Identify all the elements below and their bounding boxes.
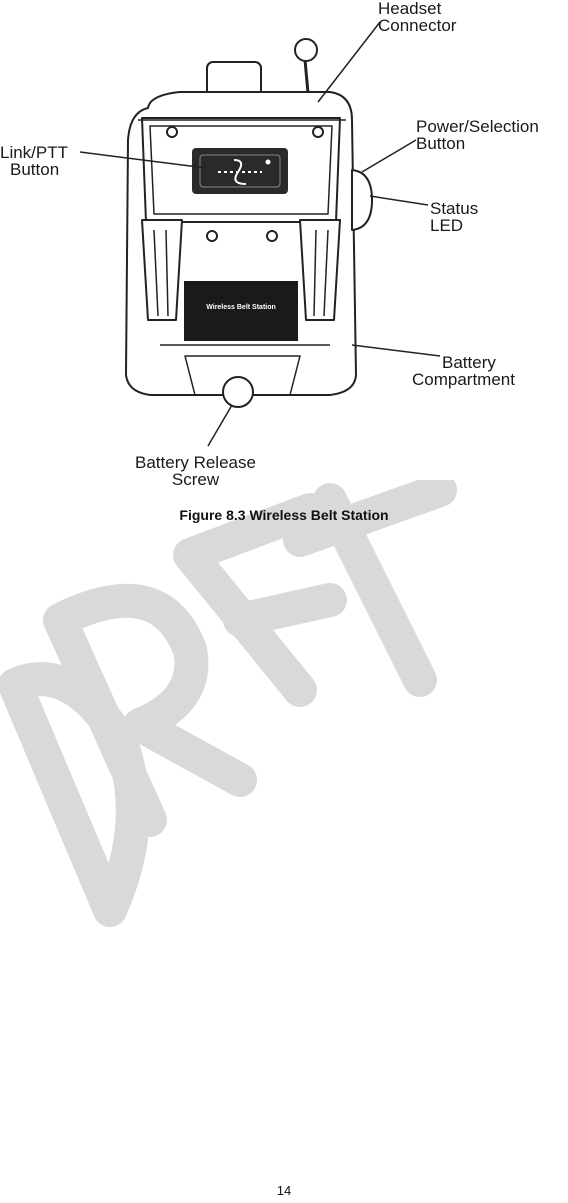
device-label-plate bbox=[184, 281, 298, 341]
callout-power-selection-button: Power/Selection Button bbox=[416, 117, 539, 153]
callout-headset-connector: Headset Connector bbox=[378, 0, 457, 35]
link-ptt-panel bbox=[192, 148, 288, 194]
figure-caption: Figure 8.3 Wireless Belt Station bbox=[179, 507, 389, 523]
device-label-text: Wireless Belt Station bbox=[206, 304, 276, 311]
callout-status-led: Status LED bbox=[430, 199, 479, 235]
battery-release-knob bbox=[222, 376, 254, 408]
callout-battery-compartment: Battery Compartment bbox=[412, 353, 515, 389]
page-number: 14 bbox=[276, 1183, 292, 1198]
callout-battery-release-screw: Battery Release Screw bbox=[135, 453, 256, 489]
connector-stub bbox=[206, 61, 262, 97]
power-selection-knob bbox=[351, 169, 373, 231]
antenna-ball bbox=[294, 38, 318, 62]
callout-link-ptt-button: Link/PTT Button bbox=[0, 143, 69, 179]
device-body bbox=[125, 91, 357, 396]
draft-watermark bbox=[0, 480, 457, 927]
belt-station-illustration bbox=[79, 21, 441, 447]
